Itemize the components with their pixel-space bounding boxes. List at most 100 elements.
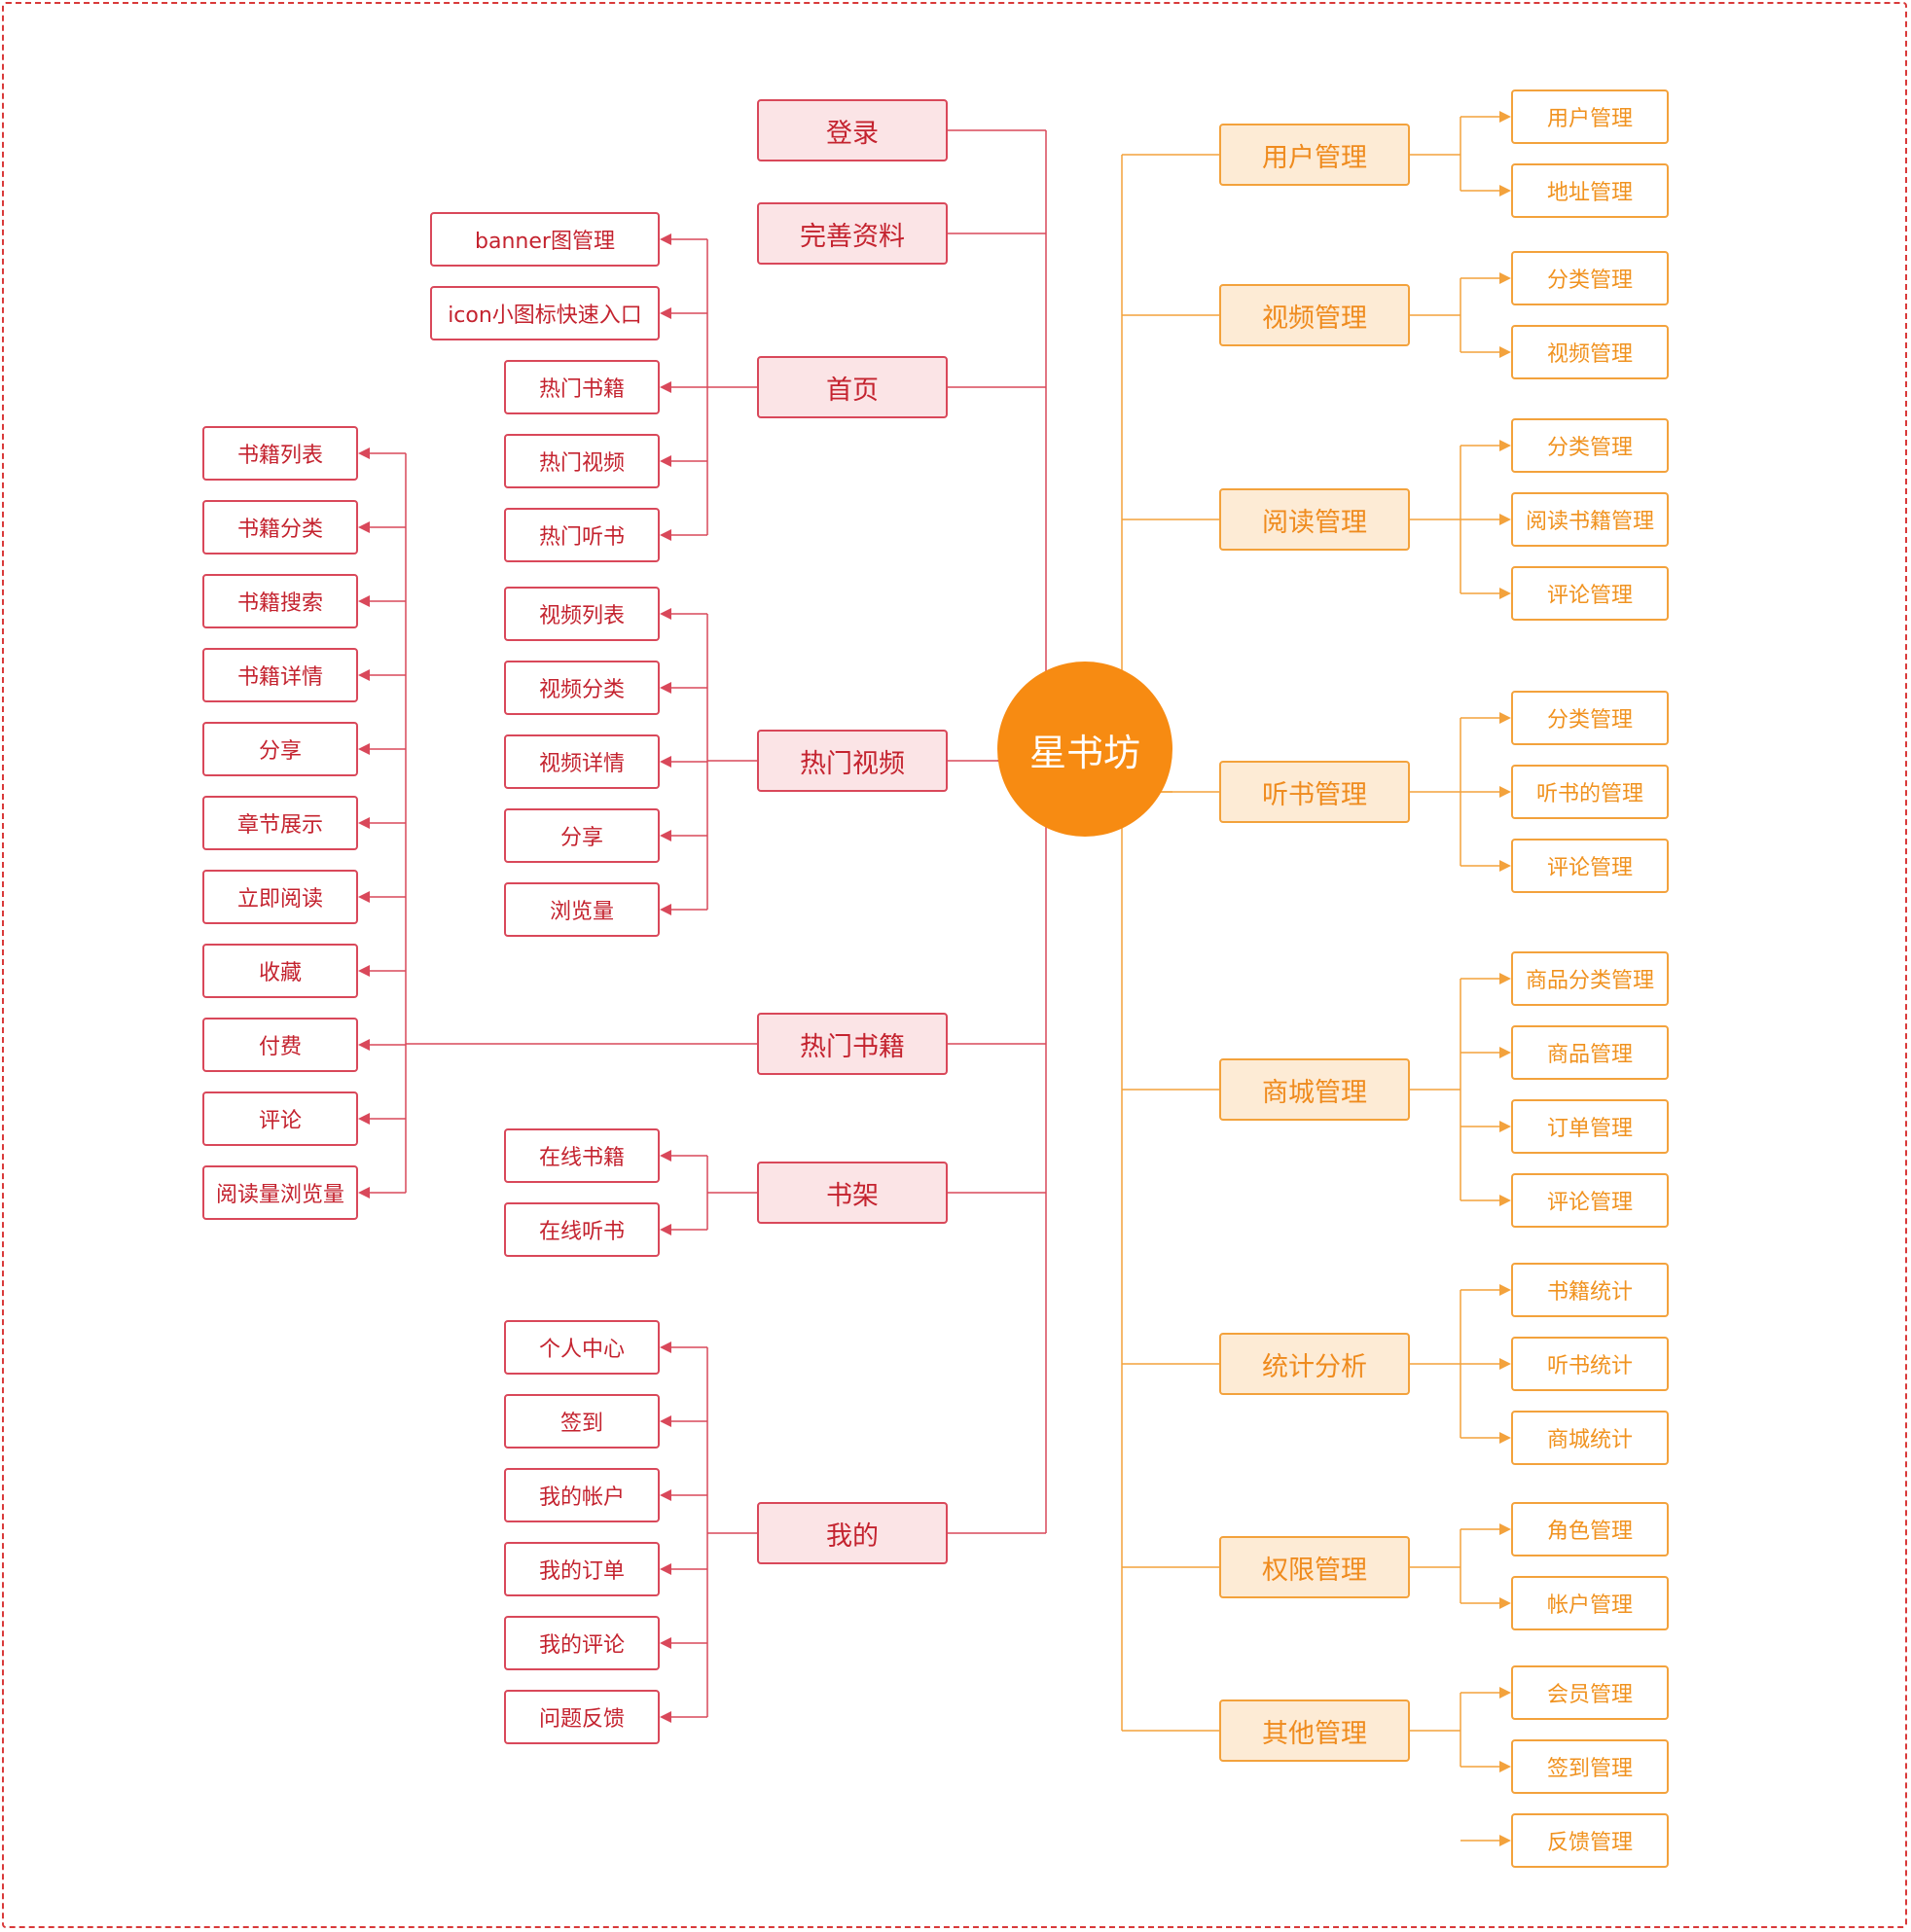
right-main-1: 视频管理 <box>1219 284 1410 346</box>
left-leaf-books-10: 阅读量浏览量 <box>202 1165 358 1220</box>
arrow-head <box>358 595 370 607</box>
right-leaf-0-0: 用户管理 <box>1511 89 1669 144</box>
left-leaf-books-1: 书籍分类 <box>202 500 358 555</box>
arrow-head <box>660 904 671 915</box>
left-leaf-mine-2-label: 我的帐户 <box>538 1485 625 1510</box>
arrow-head <box>660 307 671 319</box>
right-leaf-6-1: 帐户管理 <box>1511 1576 1669 1630</box>
right-leaf-7-1-label: 签到管理 <box>1546 1757 1633 1781</box>
arrow-head <box>358 1113 370 1125</box>
left-leaf-books-0-label: 书籍列表 <box>236 444 323 468</box>
center-node: 星书坊 <box>997 662 1172 837</box>
right-leaf-2-0: 分类管理 <box>1511 418 1669 473</box>
arrow-head <box>660 381 671 393</box>
right-leaf-4-1: 商品管理 <box>1511 1025 1669 1080</box>
left-leaf-books-9: 评论 <box>202 1091 358 1146</box>
right-leaf-2-1-label: 阅读书籍管理 <box>1525 510 1654 534</box>
left-leaf-books-7-label: 收藏 <box>258 961 302 985</box>
left-leaf-mine-5-label: 问题反馈 <box>538 1707 625 1732</box>
arrow-head <box>1499 1687 1511 1699</box>
left-leaf-videos-0-label: 视频列表 <box>538 604 625 628</box>
left-leaf-books-4-label: 分享 <box>258 739 302 764</box>
left-leaf-books-2-label: 书籍搜索 <box>236 591 323 616</box>
left-leaf-books-7: 收藏 <box>202 944 358 998</box>
right-main-3: 听书管理 <box>1219 761 1410 823</box>
right-leaf-4-0: 商品分类管理 <box>1511 951 1669 1006</box>
left-leaf-books-2: 书籍搜索 <box>202 574 358 628</box>
right-leaf-0-1-label: 地址管理 <box>1546 181 1633 205</box>
right-leaf-2-2: 评论管理 <box>1511 566 1669 621</box>
arrow-head <box>1499 346 1511 358</box>
left-leaf-home-3-label: 热门视频 <box>538 451 625 476</box>
right-leaf-1-0-label: 分类管理 <box>1546 268 1633 293</box>
left-leaf-shelf-1: 在线听书 <box>504 1202 660 1257</box>
arrow-head <box>660 756 671 768</box>
left-leaf-books-0: 书籍列表 <box>202 426 358 481</box>
arrow-head <box>358 1187 370 1199</box>
arrow-head <box>660 1489 671 1501</box>
arrow-head <box>1499 440 1511 451</box>
left-main-mine-label: 我的 <box>826 1521 879 1552</box>
arrow-head <box>358 1039 370 1051</box>
left-leaf-home-2-label: 热门书籍 <box>538 377 625 402</box>
right-leaf-7-0: 会员管理 <box>1511 1665 1669 1720</box>
right-leaf-2-2-label: 评论管理 <box>1546 584 1633 608</box>
left-leaf-books-5-label: 章节展示 <box>236 813 323 838</box>
left-leaf-videos-4-label: 浏览量 <box>549 900 614 924</box>
arrow-head <box>660 1637 671 1649</box>
arrow-head <box>1499 1195 1511 1206</box>
right-main-6-label: 权限管理 <box>1262 1555 1367 1586</box>
left-main-login-label: 登录 <box>826 118 879 149</box>
left-leaf-mine-2: 我的帐户 <box>504 1468 660 1522</box>
left-leaf-home-4: 热门听书 <box>504 508 660 562</box>
arrow-head <box>1499 712 1511 724</box>
arrow-head <box>1499 1121 1511 1132</box>
left-leaf-home-1: icon小图标快速入口 <box>430 286 660 340</box>
left-leaf-books-4: 分享 <box>202 722 358 776</box>
right-main-3-label: 听书管理 <box>1262 779 1367 810</box>
left-leaf-mine-4-label: 我的评论 <box>538 1633 625 1658</box>
arrow-head <box>660 1224 671 1235</box>
right-leaf-4-0-label: 商品分类管理 <box>1525 969 1654 993</box>
left-leaf-mine-0: 个人中心 <box>504 1320 660 1375</box>
right-leaf-3-0: 分类管理 <box>1511 691 1669 745</box>
right-leaf-2-0-label: 分类管理 <box>1546 436 1633 460</box>
left-leaf-books-8: 付费 <box>202 1018 358 1072</box>
left-main-home: 首页 <box>757 356 948 418</box>
right-main-0: 用户管理 <box>1219 124 1410 186</box>
left-leaf-books-1-label: 书籍分类 <box>236 518 323 542</box>
right-leaf-3-0-label: 分类管理 <box>1546 708 1633 733</box>
left-leaf-books-6: 立即阅读 <box>202 870 358 924</box>
arrow-head <box>358 447 370 459</box>
right-leaf-7-1: 签到管理 <box>1511 1739 1669 1794</box>
right-main-1-label: 视频管理 <box>1262 303 1367 334</box>
left-leaf-mine-1: 签到 <box>504 1394 660 1449</box>
right-main-4: 商城管理 <box>1219 1058 1410 1121</box>
right-main-7: 其他管理 <box>1219 1699 1410 1762</box>
arrow-head <box>660 608 671 620</box>
left-leaf-videos-2-label: 视频详情 <box>538 752 625 776</box>
arrow-head <box>660 682 671 694</box>
left-leaf-mine-5: 问题反馈 <box>504 1690 660 1744</box>
arrow-head <box>1499 1047 1511 1058</box>
arrow-head <box>660 1711 671 1723</box>
left-leaf-books-9-label: 评论 <box>258 1109 302 1133</box>
arrow-head <box>1499 514 1511 525</box>
left-leaf-shelf-0-label: 在线书籍 <box>538 1146 625 1170</box>
right-leaf-4-3-label: 评论管理 <box>1546 1191 1633 1215</box>
left-main-mine: 我的 <box>757 1502 948 1564</box>
left-leaf-home-3: 热门视频 <box>504 434 660 488</box>
right-leaf-3-2: 评论管理 <box>1511 839 1669 893</box>
right-main-4-label: 商城管理 <box>1262 1077 1367 1108</box>
right-leaf-7-0-label: 会员管理 <box>1546 1683 1633 1707</box>
arrow-head <box>660 455 671 467</box>
left-leaf-videos-0: 视频列表 <box>504 587 660 641</box>
arrow-head <box>660 529 671 541</box>
left-leaf-home-1-label: icon小图标快速入口 <box>448 304 642 328</box>
left-main-home-label: 首页 <box>826 375 879 406</box>
left-leaf-books-3-label: 书籍详情 <box>236 665 323 690</box>
left-leaf-home-4-label: 热门听书 <box>538 525 625 550</box>
left-main-profile: 完善资料 <box>757 202 948 265</box>
left-leaf-shelf-0: 在线书籍 <box>504 1128 660 1183</box>
